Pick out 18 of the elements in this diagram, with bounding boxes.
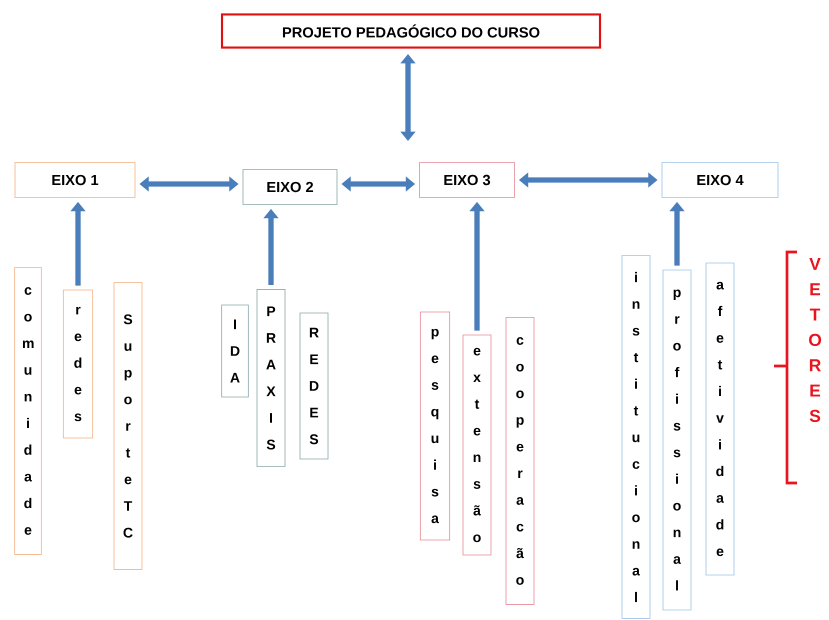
vertical-text-box: cooperacão	[506, 317, 534, 605]
vertical-text-box: extensão	[462, 334, 492, 556]
vertical-text-box: institucional	[622, 255, 650, 619]
title-box: PROJETO PEDAGÓGICO DO CURSO	[220, 13, 602, 49]
vertical-text-box: profissional	[662, 270, 692, 610]
side-label: VETORES	[809, 258, 822, 422]
axis-box: EIXO 3	[419, 162, 515, 198]
vertical-text-box: comunidade	[14, 267, 42, 555]
vertical-text-box: afetividade	[706, 262, 734, 576]
axis-box: EIXO 2	[242, 169, 338, 205]
vertical-text-box: redes	[62, 290, 94, 438]
vertical-text-box: pesquisa	[420, 312, 450, 540]
axis-box: EIXO 4	[662, 162, 778, 198]
axis-box: EIXO 1	[14, 162, 136, 198]
vertical-text-box: IDA	[221, 304, 249, 398]
vertical-text-box: REDES	[300, 312, 328, 460]
vertical-text-box: SuporteTC	[114, 282, 142, 570]
vertical-text-box: PRAXIS	[256, 289, 286, 467]
